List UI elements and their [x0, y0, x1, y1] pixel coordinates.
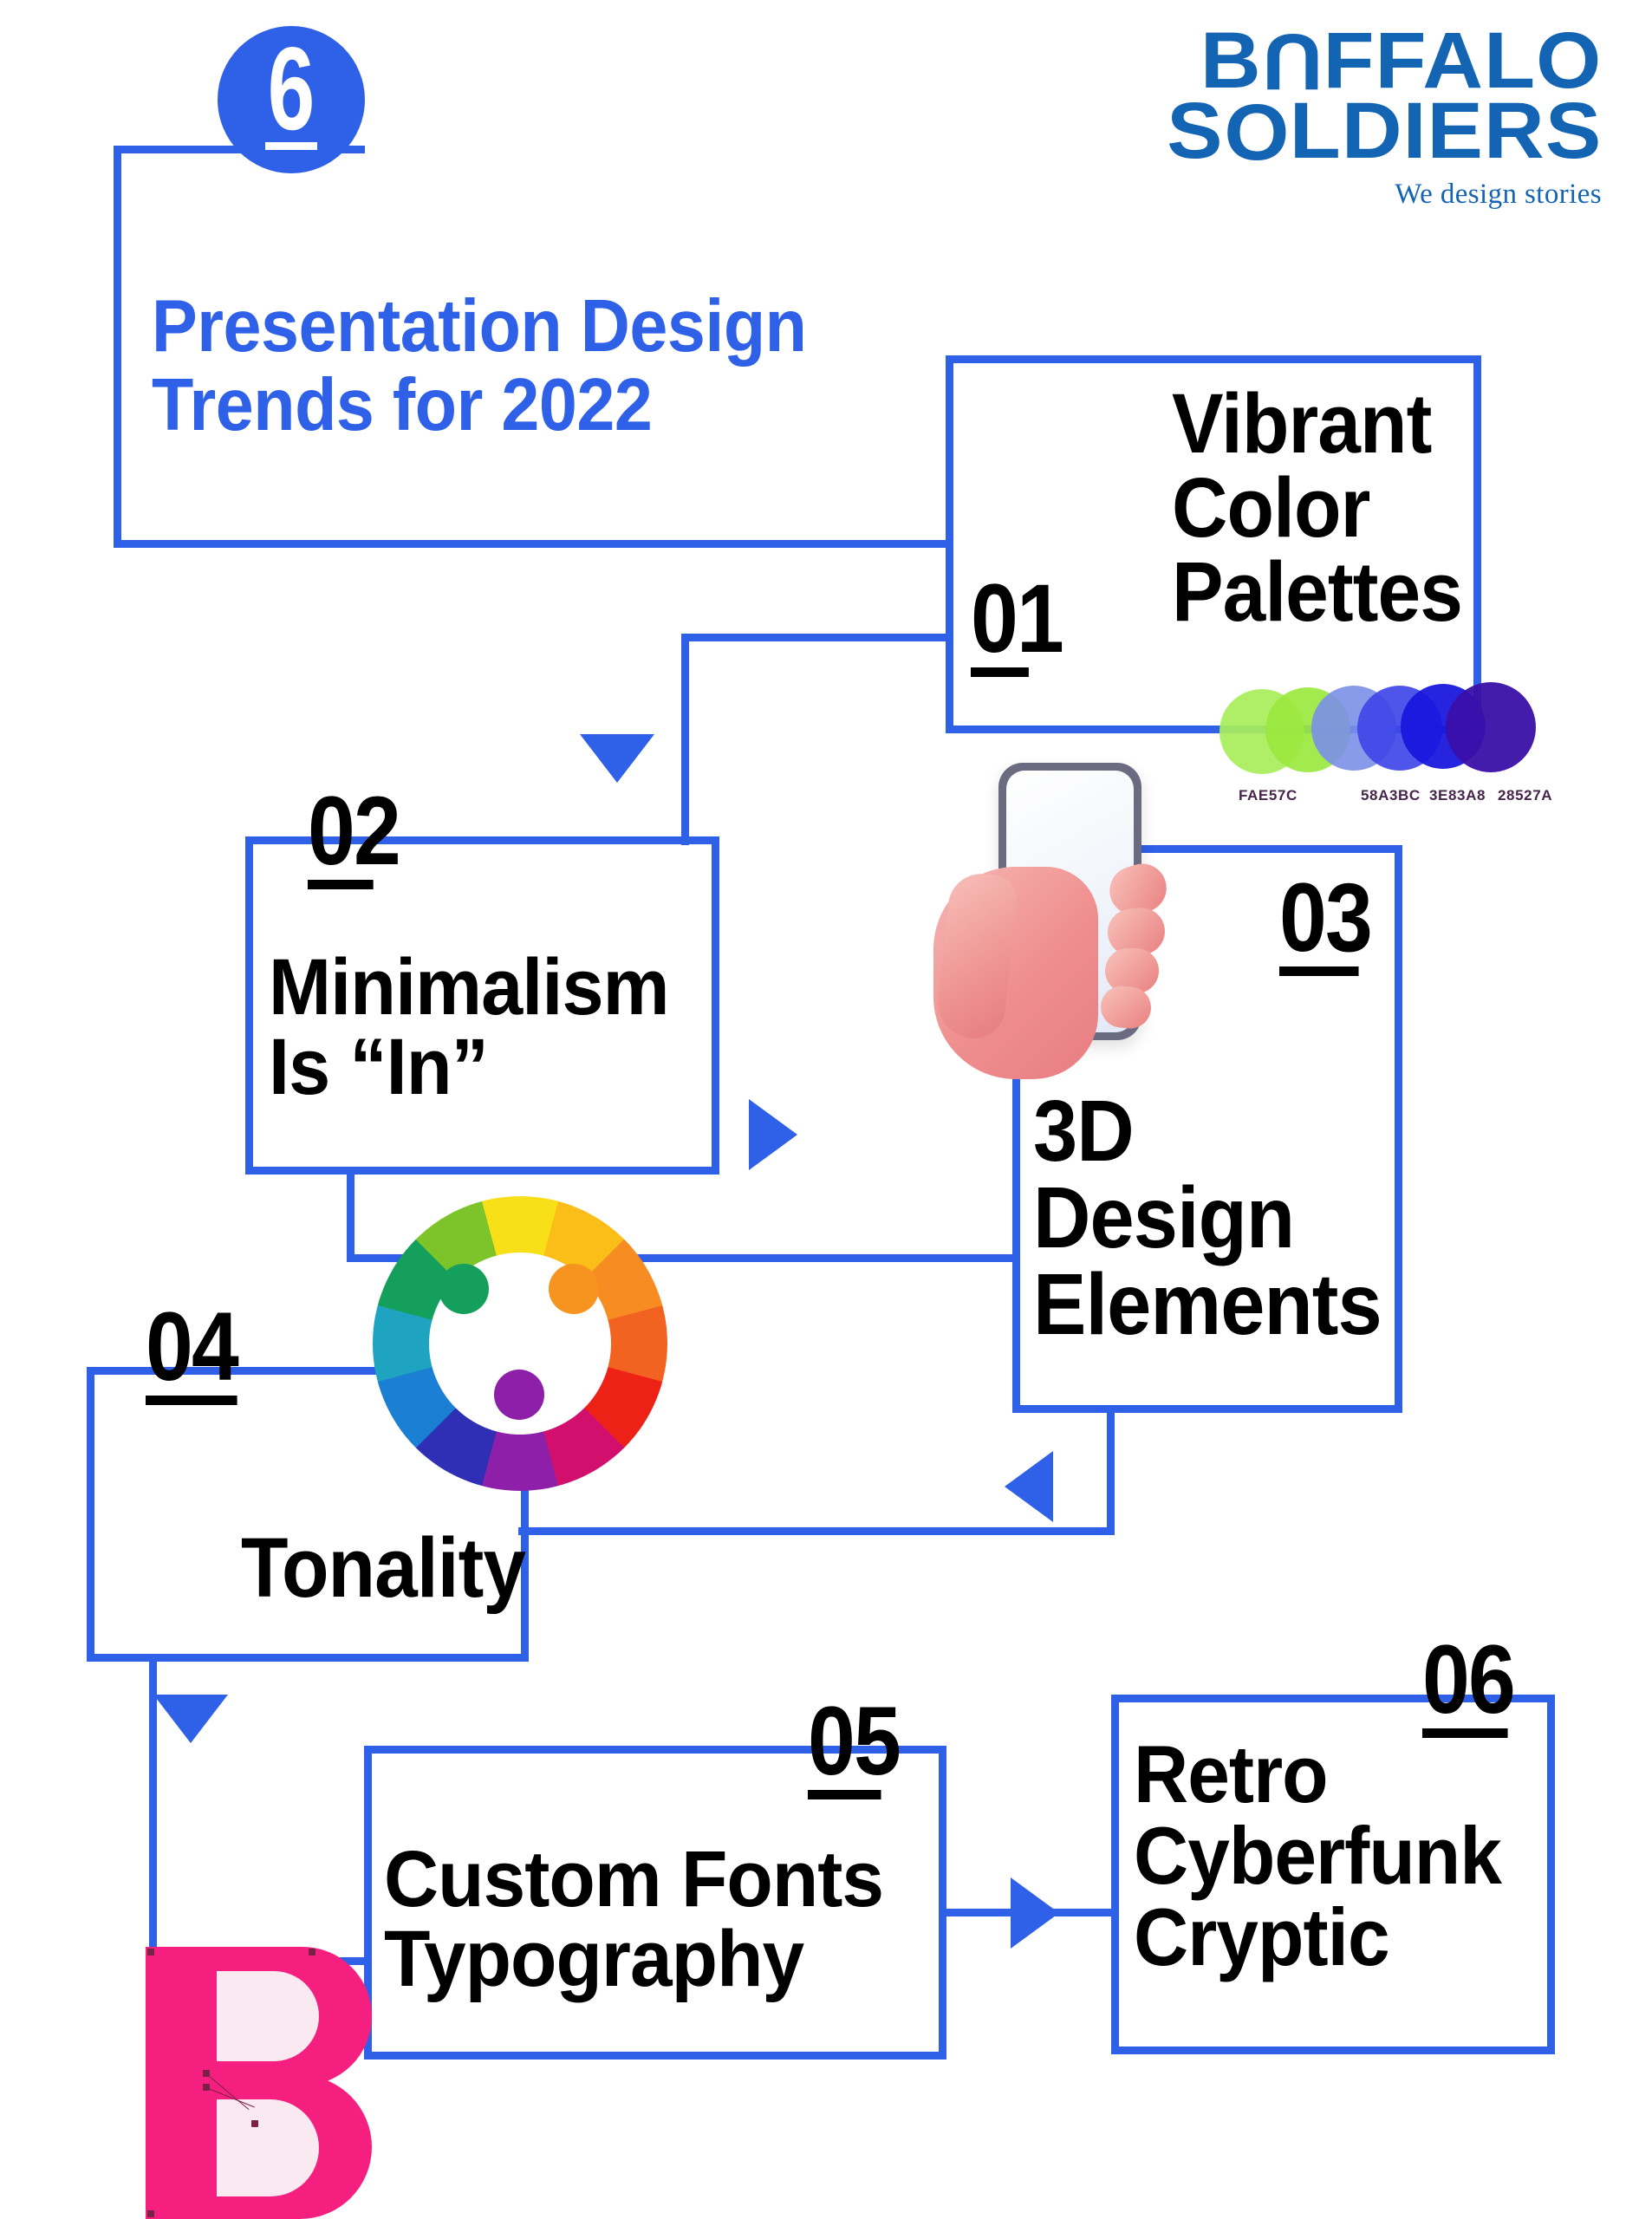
hand-finger-3 [1105, 948, 1159, 993]
connector-title-to-01 [938, 540, 953, 548]
step-number-06-underline [1422, 1728, 1508, 1738]
step-number-04: 04 [146, 1298, 239, 1405]
badge-number-text: 6 [267, 23, 315, 154]
connector-01-to-02-h [681, 634, 952, 641]
title-frame-left [114, 146, 121, 548]
trend-title-04: Tonality [241, 1520, 526, 1615]
trend-box-05 [364, 1746, 946, 2060]
flipped-u-glyph: U [1261, 16, 1324, 106]
arrow-left-icon-1 [1005, 1451, 1053, 1522]
letter-b-counter-bottom [217, 2099, 319, 2196]
trend-box-04 [87, 1367, 529, 1662]
arrow-right-icon-2 [1011, 1877, 1059, 1949]
wheel-dot-purple [494, 1370, 544, 1420]
step-number-02-underline [308, 879, 374, 889]
palette-hex-label-1: FAE57C [1239, 787, 1298, 804]
arrow-down-icon-1 [580, 734, 654, 783]
color-wheel-illustration [373, 1196, 667, 1491]
palette-hex-label-3: 3E83A8 [1429, 787, 1486, 804]
brand-tagline: We design stories [1395, 178, 1602, 210]
trend-box-02 [245, 836, 719, 1175]
trend-title-06: Retro Cyberfunk Cryptic [1134, 1728, 1502, 1982]
brand-name-line2: SOLDIERS [1166, 86, 1602, 176]
trend-title-02: Minimalism Is “In” [269, 943, 669, 1111]
step-number-02-text: 02 [308, 777, 401, 885]
wheel-dot-orange [549, 1264, 599, 1314]
connector-03-down [1107, 1413, 1115, 1534]
wheel-dot-green [439, 1264, 489, 1314]
step-number-02: 02 [308, 783, 401, 889]
trend-box-06 [1111, 1695, 1555, 2054]
palette-swatch-6 [1446, 682, 1536, 772]
pink-letter-b-illustration [146, 1947, 397, 2219]
flipped-o-glyph: O [1223, 87, 1290, 176]
step-number-03-text: 03 [1279, 863, 1373, 972]
bezier-anchor-3 [251, 2120, 258, 2127]
letter-b-counter-top [217, 1971, 319, 2061]
connector-wheel-to-03 [598, 1254, 1019, 1262]
step-number-04-underline [146, 1395, 237, 1405]
step-number-01-text: 01 [971, 564, 1064, 673]
step-number-06: 06 [1422, 1631, 1516, 1738]
connector-04-down [149, 1662, 157, 1965]
step-number-04-text: 04 [146, 1292, 239, 1401]
step-number-05-underline [808, 1789, 881, 1799]
trend-title-01: Vibrant Color Palettes [1172, 376, 1463, 639]
palette-hex-label-2: 58A3BC [1361, 787, 1421, 804]
step-number-05: 05 [808, 1693, 901, 1799]
arrow-down-icon-2 [153, 1695, 228, 1743]
page-title: Presentation Design Trends for 2022 [152, 285, 807, 446]
step-number-01: 01 [971, 570, 1064, 677]
bezier-anchor-6 [147, 2210, 154, 2217]
arrow-right-icon-1 [749, 1099, 797, 1170]
brand-name-line1: BUFFALO [1200, 16, 1602, 106]
badge-underline [265, 142, 317, 150]
step-number-01-underline [971, 667, 1029, 677]
step-number-03-underline [1279, 966, 1359, 976]
trend-title-03: 3D Design Elements [1033, 1083, 1382, 1353]
connector-01-to-02-v [681, 634, 689, 845]
hand-holding-phone-illustration [929, 763, 1174, 1101]
bezier-anchor-5 [147, 1949, 154, 1955]
connector-03-to-04 [518, 1527, 1115, 1535]
step-number-05-text: 05 [808, 1687, 901, 1795]
brand-logo: BUFFALO SOLDIERS We design stories [1167, 17, 1602, 211]
bezier-anchor-4 [309, 1949, 315, 1955]
trend-box-03 [1012, 845, 1402, 1413]
step-number-06-text: 06 [1422, 1625, 1516, 1734]
title-frame-bottom [114, 540, 946, 548]
trend-title-05: Custom Fonts Typography [384, 1835, 884, 2003]
palette-hex-label-4: 28527A [1498, 787, 1553, 804]
bezier-anchor-2 [203, 2084, 210, 2091]
step-number-03: 03 [1279, 869, 1373, 976]
connector-02-down [347, 1175, 354, 1261]
bezier-anchor-1 [203, 2070, 210, 2077]
badge-number-six: 6 [218, 26, 365, 173]
